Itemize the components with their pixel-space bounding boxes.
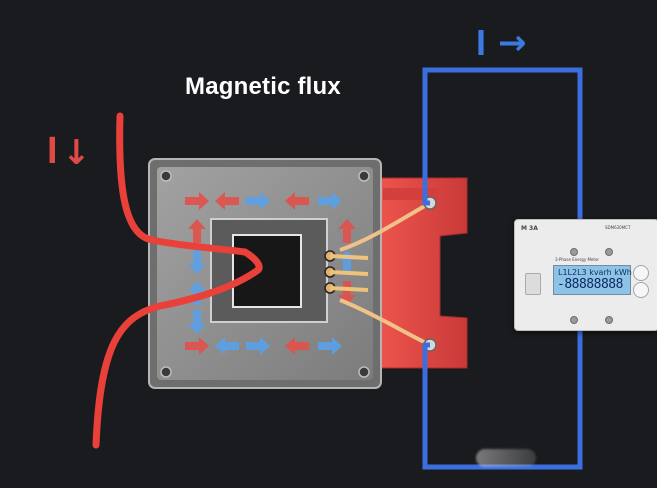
primary-current-label: I: [476, 22, 487, 63]
primary-current-arrow-icon: →: [498, 23, 527, 63]
flux-arrow-right-icon: [246, 192, 270, 210]
energy-meter: M 3A SDM630MCT 3-Phase Energy Meter L1L2…: [514, 219, 657, 331]
watermark: [476, 449, 536, 467]
flux-arrow-right-icon: [318, 337, 342, 355]
flux-arrow-left-icon: [285, 337, 309, 355]
flux-arrow-up-icon: [188, 219, 206, 243]
meter-terminal-screw-1: [570, 316, 578, 324]
lcd-prefix: L1L2L3: [558, 268, 587, 277]
screw-bottom-right: [358, 366, 370, 378]
flux-arrow-right-icon: [246, 337, 270, 355]
screw-bottom-left: [160, 366, 172, 378]
flux-arrow-right-icon: [318, 192, 342, 210]
meter-terminal-screw-3: [570, 248, 578, 256]
meter-button-top[interactable]: [633, 265, 649, 281]
diagram-title: Magnetic flux: [185, 73, 341, 100]
meter-model: M 3A: [521, 225, 538, 232]
secondary-current-label: I: [47, 130, 58, 172]
secondary-loop: [422, 67, 583, 470]
winding-terminals: [324, 250, 369, 294]
flux-arrow-down-icon: [188, 250, 206, 274]
screw-top-right: [358, 170, 370, 182]
lcd-display: L1L2L3 kvarh kWh -88888888: [553, 265, 632, 295]
flux-arrow-up-icon: [188, 281, 206, 305]
meter-specs: 3-Phase Energy Meter: [555, 257, 600, 262]
flux-arrow-left-icon: [285, 192, 309, 210]
meter-brand: SDM630MCT: [605, 225, 631, 230]
din-rail-clip: [525, 273, 541, 295]
screw-top-left: [160, 170, 172, 182]
flux-arrow-down-icon: [188, 310, 206, 334]
flux-arrow-right-icon: [185, 192, 209, 210]
flux-arrow-left-icon: [215, 337, 239, 355]
flux-arrow-left-icon: [215, 192, 239, 210]
meter-terminal-screw-2: [605, 316, 613, 324]
meter-button-bottom[interactable]: [633, 282, 649, 298]
meter-terminal-screw-4: [605, 248, 613, 256]
primary-wire: [92, 112, 263, 449]
lcd-units: kvarh kWh: [589, 268, 632, 277]
flux-arrow-right-icon: [185, 337, 209, 355]
flux-arrow-up-icon: [338, 219, 356, 243]
secondary-current-arrow-icon: ↓: [62, 133, 91, 173]
lcd-digits: -88888888: [557, 277, 623, 292]
